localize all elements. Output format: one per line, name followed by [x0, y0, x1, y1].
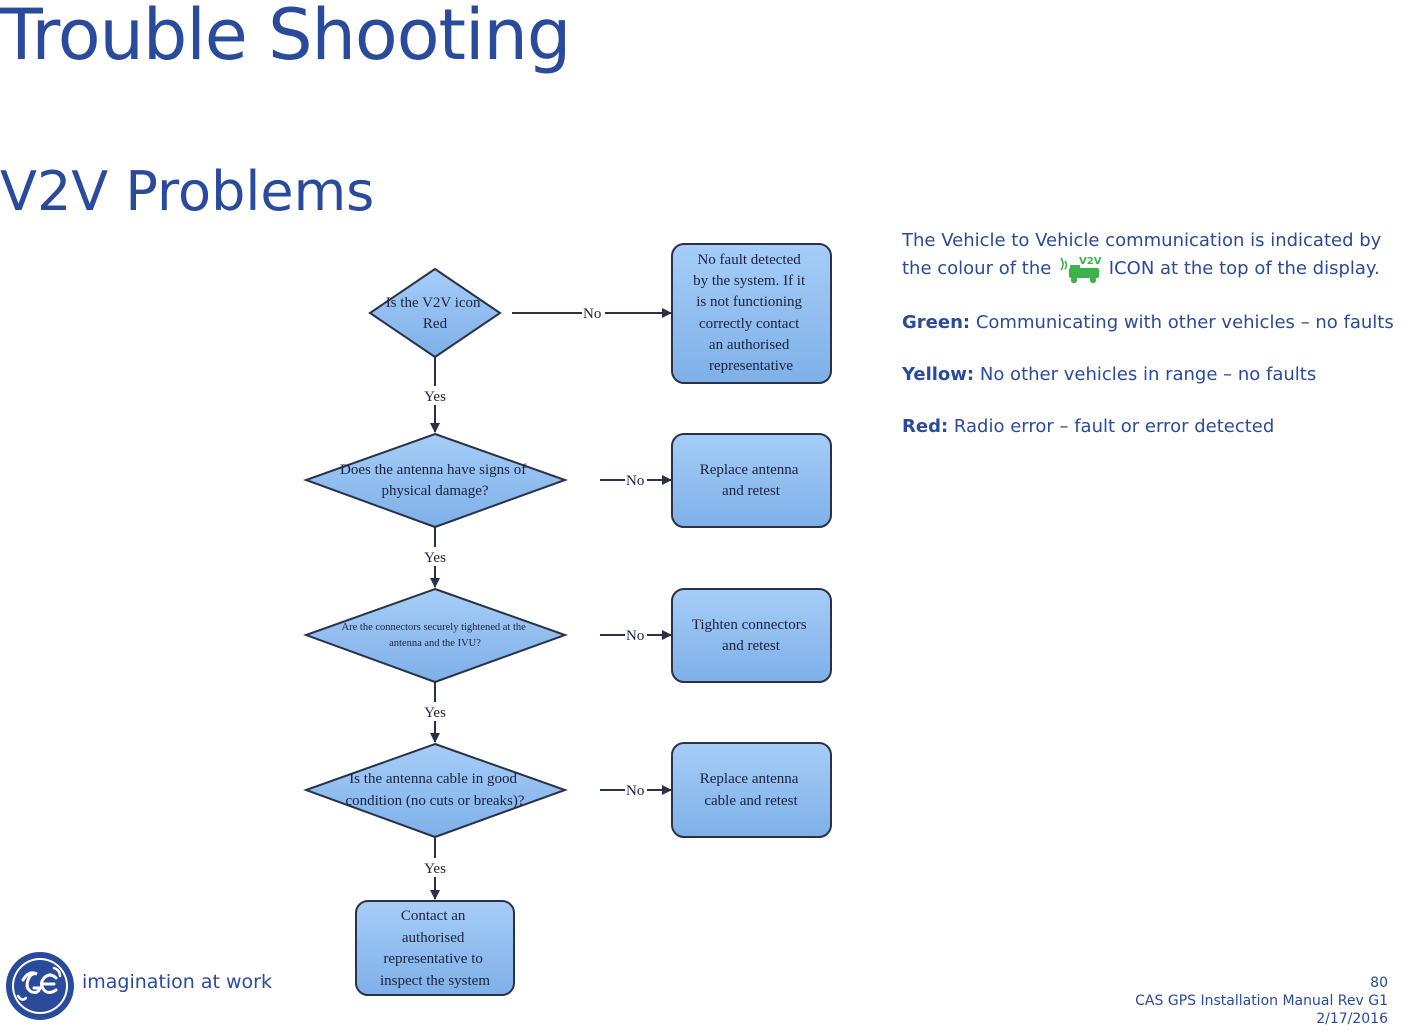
decision-v2v-icon-red — [368, 267, 502, 359]
svg-text:Is the antenna cable in good: Is the antenna cable in good condition (… — [345, 771, 524, 809]
decision-connectors-tightened — [303, 587, 568, 684]
info-intro-line3: ICON at the top of the display. — [1108, 258, 1380, 279]
yes-label-4: Yes — [424, 861, 446, 877]
decision-3-line-1: Are the connectors securely tightened at… — [342, 622, 527, 633]
action-1-line-6: representative — [709, 358, 793, 374]
no-label-2: No — [626, 473, 644, 489]
svg-text:Is the V2V icon Red: Is the V2V icon Red — [386, 295, 485, 332]
svg-text:Replace antenna cable and: Replace antenna cable and retest — [700, 771, 802, 809]
action-4-line-1: Replace antenna — [700, 771, 799, 787]
page-title: Trouble Shooting — [0, 0, 571, 76]
action-5-line-4: inspect the system — [380, 973, 490, 989]
action-replace-antenna — [671, 433, 832, 528]
action-5-line-1: Contact an — [401, 908, 466, 924]
svg-text:Replace antenna and retest: Replace antenna and retest — [700, 462, 802, 499]
no-label-4: No — [626, 783, 644, 799]
decision-1-line-1: Is the V2V icon — [386, 295, 481, 311]
action-1-line-5: an authorised — [709, 337, 790, 353]
decision-2-line-2: physical damage? — [381, 483, 488, 499]
action-3-line-2: and retest — [722, 638, 781, 654]
info-state-green: Green: Communicating with other vehicles… — [902, 312, 1394, 333]
info-state-red: Red: Radio error – fault or error detect… — [902, 416, 1275, 437]
brand-tagline: imagination at work — [82, 971, 272, 993]
svg-text:No fault detected by the s: No fault detected by the system. If it i… — [693, 252, 809, 374]
action-replace-antenna-cable — [671, 742, 832, 838]
v2v-truck-icon: V2V — [1060, 256, 1102, 284]
svg-text:Are the connectors securely ti: Are the connectors securely tightened at… — [342, 622, 529, 649]
yes-label-3: Yes — [424, 705, 446, 721]
svg-text:Contact an authorised: Contact an authorised representative to … — [380, 908, 490, 989]
action-1-line-2: by the system. If it — [693, 273, 806, 289]
action-4-line-2: cable and retest — [704, 793, 798, 809]
document-date: 2/17/2016 — [1316, 1011, 1388, 1027]
info-state-yellow: Yellow: No other vehicles in range – no … — [902, 364, 1317, 385]
action-5-line-3: representative to — [383, 951, 483, 967]
action-2-line-2: and retest — [722, 483, 781, 499]
action-2-line-1: Replace antenna — [700, 462, 799, 478]
ge-logo — [6, 952, 74, 1020]
decision-1-line-2: Red — [423, 316, 448, 332]
section-subtitle: V2V Problems — [0, 160, 375, 223]
v2v-info-panel: The Vehicle to Vehicle communication is … — [902, 228, 1408, 466]
action-1-line-3: is not functioning — [696, 294, 802, 310]
action-tighten-connectors — [671, 588, 832, 683]
action-5-line-2: authorised — [402, 930, 465, 946]
page-number: 80 — [1370, 975, 1388, 991]
info-intro-line2: the colour of the — [902, 258, 1052, 279]
action-contact-representative — [355, 900, 515, 996]
action-3-line-1: Tighten connectors — [692, 617, 807, 633]
action-no-fault-detected — [671, 243, 832, 384]
v2v-icon-label: V2V — [1079, 256, 1102, 267]
svg-text:Does the antenna have signs of: Does the antenna have signs of physical … — [340, 462, 530, 499]
yes-label-1: Yes — [424, 389, 446, 405]
page-footer: 80 CAS GPS Installation Manual Rev G1 2/… — [1135, 974, 1388, 1028]
document-title: CAS GPS Installation Manual Rev G1 — [1135, 993, 1388, 1009]
action-1-line-4: correctly contact — [699, 316, 800, 332]
info-intro-line1: The Vehicle to Vehicle communication is … — [902, 230, 1382, 251]
action-1-line-1: No fault detected — [697, 252, 801, 268]
decision-2-line-1: Does the antenna have signs of — [340, 462, 526, 478]
decision-4-line-2: condition (no cuts or breaks)? — [345, 793, 524, 809]
decision-antenna-damage — [303, 432, 568, 529]
decision-antenna-cable-condition — [303, 742, 568, 839]
no-label-1: No — [583, 306, 601, 322]
decision-4-line-1: Is the antenna cable in good — [349, 771, 517, 787]
yes-label-2: Yes — [424, 550, 446, 566]
no-label-3: No — [626, 628, 644, 644]
info-intro: The Vehicle to Vehicle communication is … — [902, 228, 1408, 284]
svg-text:Tighten connectors and ret: Tighten connectors and retest — [692, 617, 811, 654]
decision-3-line-2: antenna and the IVU? — [389, 638, 481, 649]
